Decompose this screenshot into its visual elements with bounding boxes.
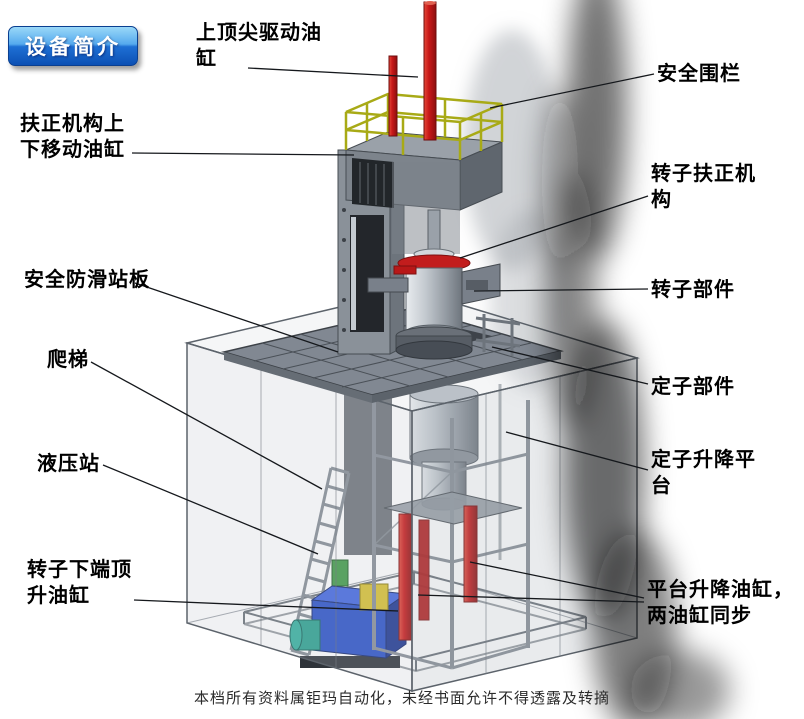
right-support-graphic <box>475 314 521 356</box>
footer-disclaimer: 本档所有资料属钜玛自动化，未经书面允许不得透露及转摘 <box>193 691 610 707</box>
smoke-shadow-graphic <box>542 0 730 719</box>
label-top-drive-cylinder: 上顶尖驱动油 缸 <box>196 22 322 70</box>
lift-frame-graphic <box>372 384 530 670</box>
head-shadow-graphic <box>392 162 460 254</box>
title-badge: 设备简介 <box>8 26 138 66</box>
lift-cylinder-graphic <box>398 505 478 641</box>
label-rotor-jack-cylinder: 转子下端顶 升油缸 <box>27 559 132 607</box>
label-ladder: 爬梯 <box>47 349 89 371</box>
enclosure-studs-graphic <box>260 365 561 674</box>
label-platform-lift-cylinder: 平台升降油缸， 两油缸同步 <box>647 579 794 627</box>
drive-rod-graphic <box>388 1 437 141</box>
label-rotor-part: 转子部件 <box>651 279 735 301</box>
centering-mechanism-graphic <box>367 263 501 305</box>
label-hydraulic-station: 液压站 <box>37 453 100 475</box>
label-centering-updown-cylinder: 扶正机构上 下移动油缸 <box>20 113 125 161</box>
label-rotor-centering: 转子扶正机 构 <box>651 163 756 211</box>
label-stator-lift-platform: 定子升降平 台 <box>651 449 756 497</box>
safety-fence-graphic <box>344 92 504 160</box>
label-stator-part: 定子部件 <box>651 376 735 398</box>
leader-lines <box>90 67 655 612</box>
label-antislip-board: 安全防滑站板 <box>24 269 150 291</box>
lift-deck-graphic <box>383 491 523 525</box>
label-safety-fence: 安全围栏 <box>657 63 741 85</box>
